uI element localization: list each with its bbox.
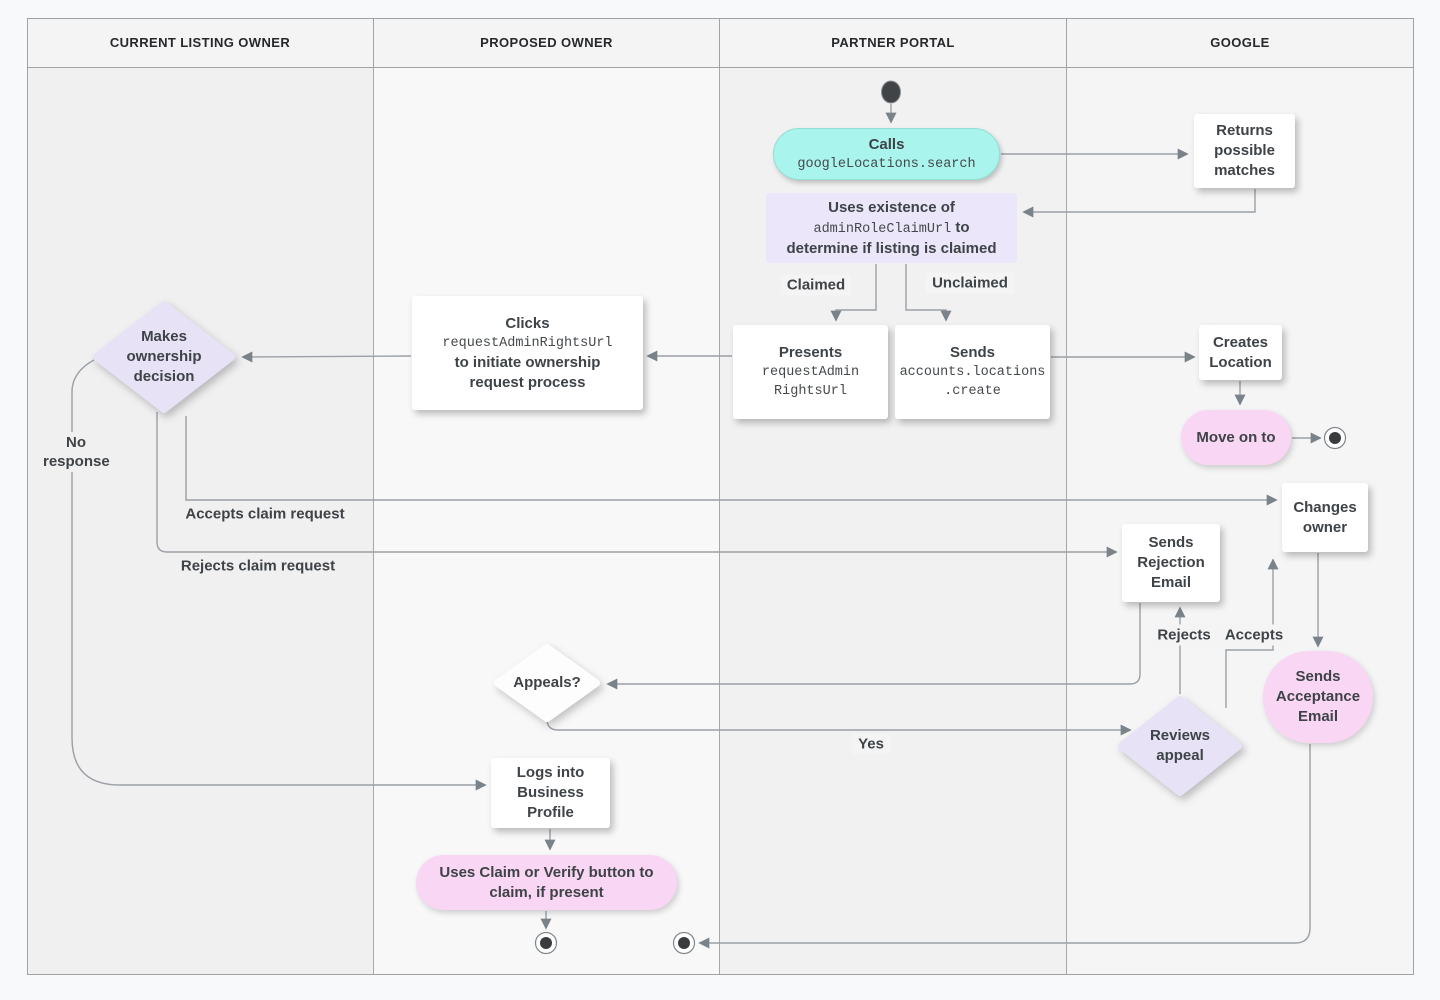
- note-line1: Uses existence of: [828, 198, 955, 216]
- edge-no-response: [71, 359, 487, 791]
- diagram-frame: [27, 18, 1414, 975]
- node-line3: request process: [469, 373, 586, 391]
- appeals-diamond: [494, 644, 600, 722]
- node-line2: to initiate ownership: [454, 353, 601, 371]
- edge-unclaimed-branch: [905, 264, 952, 322]
- edge-claimed-branch: [830, 264, 877, 322]
- end-node-move-on: [1323, 426, 1347, 450]
- note-line2-suffix: to: [951, 218, 970, 236]
- sends-rejection-email-node: Sends Rejection Email: [1122, 524, 1220, 602]
- lane-title: CURRENT LISTING OWNER: [109, 35, 291, 50]
- end-node-claim: [534, 931, 558, 955]
- edge-rejection-to-appeals: [606, 603, 1141, 690]
- sends-acceptance-email-node: Sends Acceptance Email: [1263, 651, 1373, 743]
- clicks-request-admin-rights-node: Clicks requestAdminRightsUrl to initiate…: [412, 296, 643, 410]
- node-text: Logs into Business Profile: [516, 764, 585, 821]
- note-line3: determine if listing is claimed: [786, 239, 997, 257]
- node-text: Move on to: [1196, 428, 1276, 446]
- node-code-line1: requestAdmin: [761, 365, 860, 380]
- node-line2: claim, if present: [489, 883, 604, 901]
- lane-header-proposed-owner: PROPOSED OWNER: [373, 18, 719, 68]
- edge-label-no-response: No response: [37, 432, 115, 472]
- creates-location-node: Creates Location: [1199, 325, 1282, 380]
- node-text: Creates Location: [1209, 333, 1272, 371]
- lane-current-listing-owner: [27, 18, 373, 975]
- lane-header-partner-portal: PARTNER PORTAL: [719, 18, 1066, 68]
- edge-label-accepts-claim-request: Accepts claim request: [179, 503, 351, 525]
- returns-possible-matches-node: Returns possible matches: [1194, 114, 1295, 188]
- node-code: requestAdminRightsUrl: [442, 335, 613, 351]
- sends-accounts-locations-create-node: Sends accounts.locations .create: [895, 325, 1050, 419]
- reviews-appeal-label: Reviews appeal: [1149, 727, 1211, 764]
- uses-existence-note: Uses existence of adminRoleClaimUrl to d…: [766, 193, 1017, 263]
- edge-returns-to-uses: [1022, 189, 1256, 218]
- lane-title: PARTNER PORTAL: [831, 35, 955, 50]
- appeals-label: Appeals?: [513, 674, 581, 691]
- node-text: Sends Acceptance Email: [1275, 668, 1361, 725]
- node-line1: Uses Claim or Verify button to: [439, 863, 654, 881]
- edge-accepts-to-changes-owner: [1225, 558, 1279, 708]
- note-code: adminRoleClaimUrl: [813, 221, 952, 237]
- calls-google-locations-search-node: Calls googleLocations.search: [773, 128, 1000, 180]
- edge-acceptance-to-end: [698, 744, 1311, 949]
- end-node-acceptance: [672, 931, 696, 955]
- lane-title: PROPOSED OWNER: [480, 35, 613, 50]
- presents-request-admin-rights-node: Presents requestAdmin RightsUrl: [733, 325, 888, 419]
- edge-rejects-claim: [156, 412, 1118, 558]
- node-title: Sends: [949, 344, 995, 361]
- note-line2: adminRoleClaimUrl to: [813, 218, 969, 239]
- makes-ownership-decision-label: Makes ownership decision: [126, 328, 202, 385]
- edge-label-unclaimed: Unclaimed: [926, 272, 1014, 294]
- lane-title: GOOGLE: [1210, 35, 1270, 50]
- edge-label-accepts: Accepts: [1218, 624, 1290, 646]
- edge-label-rejects: Rejects: [1151, 624, 1217, 646]
- node-title: Clicks: [505, 314, 550, 332]
- move-on-to-node: Move on to: [1181, 410, 1291, 465]
- node-title: Presents: [778, 344, 843, 361]
- lane-header-google: GOOGLE: [1066, 18, 1413, 68]
- node-text: Changes owner: [1293, 498, 1357, 536]
- node-code-line1: accounts.locations: [899, 365, 1046, 380]
- edge-label-rejects-claim-request: Rejects claim request: [174, 555, 342, 577]
- node-code-line2: .create: [944, 384, 1001, 399]
- node-code: googleLocations.search: [797, 156, 976, 172]
- reviews-appeal-diamond: [1118, 696, 1242, 796]
- logs-into-business-profile-node: Logs into Business Profile: [491, 758, 610, 828]
- changes-owner-node: Changes owner: [1282, 483, 1368, 552]
- edge-accepts-claim: [185, 416, 1278, 506]
- uses-claim-or-verify-node: Uses Claim or Verify button to claim, if…: [416, 855, 677, 910]
- node-text: Sends Rejection Email: [1137, 534, 1205, 591]
- lane-header-current-listing-owner: CURRENT LISTING OWNER: [27, 18, 373, 68]
- edge-label-claimed: Claimed: [780, 274, 852, 296]
- edge-yes-to-reviews: [546, 718, 1132, 736]
- start-node: [881, 80, 901, 104]
- node-title: Calls: [868, 135, 905, 153]
- node-text: Returns possible matches: [1214, 122, 1275, 179]
- edge-label-yes: Yes: [852, 733, 890, 755]
- node-code-line2: RightsUrl: [774, 384, 847, 399]
- makes-decision-diamond: [93, 301, 235, 413]
- edge-clicks-to-decision: [241, 351, 412, 363]
